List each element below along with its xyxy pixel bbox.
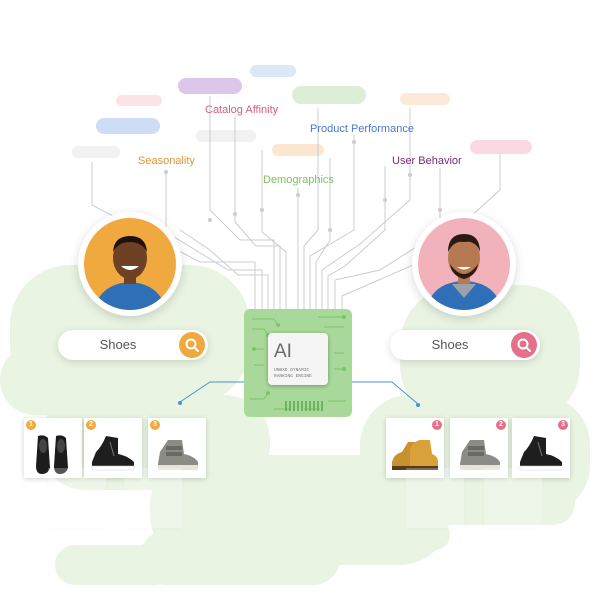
chip-label: AI xyxy=(274,341,292,362)
rank-badge: 1 xyxy=(26,420,36,430)
factor-user-behavior: User Behavior xyxy=(392,155,462,167)
person-illustration xyxy=(84,218,176,310)
shoe-image xyxy=(158,440,198,470)
search-bar-left[interactable]: Shoes xyxy=(58,330,208,360)
product-card[interactable]: 3 xyxy=(512,418,570,478)
decor-pill xyxy=(72,146,120,158)
decor-pill xyxy=(178,78,242,94)
boot-image xyxy=(392,440,438,470)
product-card[interactable]: 3 xyxy=(148,418,206,478)
product-card[interactable]: 2 xyxy=(450,418,508,478)
rank-badge: 3 xyxy=(150,420,160,430)
product-card-faded xyxy=(484,468,542,528)
chip-caption: UNBXD DYNAMIC RANKING ENGINE xyxy=(274,368,312,379)
person-illustration xyxy=(418,218,510,310)
product-card[interactable]: 1 xyxy=(386,418,444,478)
decor-pill xyxy=(196,130,256,142)
decor-pill xyxy=(116,95,162,106)
search-query: Shoes xyxy=(431,337,469,352)
product-card-faded xyxy=(48,468,106,528)
rank-badge: 2 xyxy=(86,420,96,430)
factor-demographics: Demographics xyxy=(263,174,334,186)
rank-badge: 2 xyxy=(496,420,506,430)
factor-catalog-affinity: Catalog Affinity xyxy=(205,104,279,116)
shoe-image xyxy=(91,436,135,471)
search-icon xyxy=(517,338,531,352)
product-card[interactable]: 2 xyxy=(84,418,142,478)
factor-seasonality: Seasonality xyxy=(138,155,195,167)
rank-badge: 3 xyxy=(558,420,568,430)
shoe-image xyxy=(36,435,68,474)
search-query: Shoes xyxy=(99,337,137,352)
shoe-image xyxy=(460,440,500,470)
decor-pill xyxy=(250,65,296,77)
decor-pill xyxy=(96,118,160,134)
shoe-image xyxy=(519,436,563,471)
chip-core: AI UNBXD DYNAMIC RANKING ENGINE xyxy=(268,333,328,385)
avatar-left xyxy=(78,212,182,316)
decor-pill xyxy=(470,140,532,154)
search-button[interactable] xyxy=(511,332,537,358)
search-icon xyxy=(185,338,199,352)
factor-product-performance: Product Performance xyxy=(310,123,414,135)
avatar-right xyxy=(412,212,516,316)
search-button[interactable] xyxy=(179,332,205,358)
decor-pill xyxy=(292,86,366,104)
product-card-faded xyxy=(406,468,464,528)
decor-pill xyxy=(272,144,324,156)
search-bar-right[interactable]: Shoes xyxy=(390,330,540,360)
product-card[interactable]: 1 xyxy=(24,418,82,478)
rank-badge: 1 xyxy=(432,420,442,430)
product-card-faded xyxy=(124,468,182,528)
decor-pill xyxy=(400,93,450,105)
